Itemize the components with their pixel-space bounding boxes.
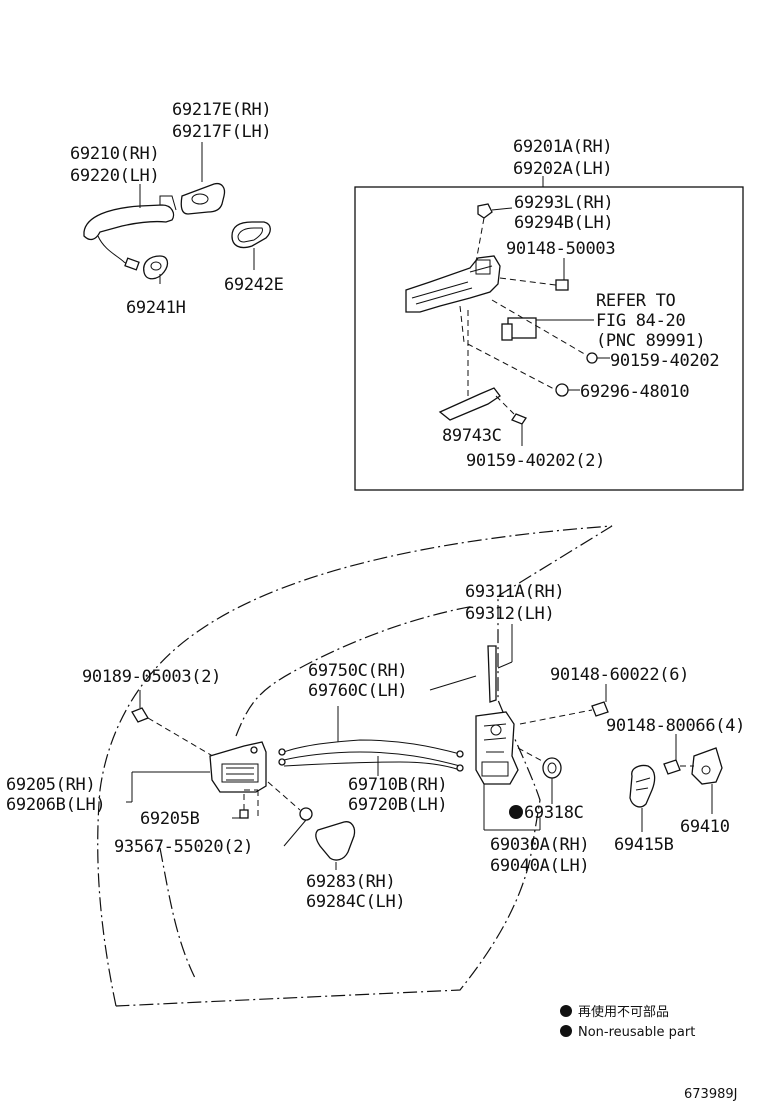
label-refer-to-fig: REFER TO FIG 84-20 (PNC 89991) bbox=[596, 291, 706, 351]
label-69293: 69293L(RH) 69294B(LH) bbox=[491, 193, 614, 233]
label-69030: 69030A(RH) 69040A(LH) bbox=[490, 835, 590, 876]
outside-door-handle bbox=[83, 204, 175, 241]
handle-connector bbox=[124, 257, 140, 271]
svg-text:69217F(LH): 69217F(LH) bbox=[172, 122, 271, 142]
screw-90159-40202-2 bbox=[495, 395, 527, 446]
frame-clip bbox=[477, 203, 493, 219]
screw-90148-80066 bbox=[663, 734, 694, 775]
handle-pad-rear bbox=[231, 221, 271, 249]
svg-text:FIG 84-20: FIG 84-20 bbox=[596, 311, 685, 331]
svg-text:69283(RH): 69283(RH) bbox=[306, 872, 395, 892]
svg-text:69206B(LH): 69206B(LH) bbox=[6, 795, 105, 815]
sensor-bracket bbox=[438, 387, 501, 421]
handle-cap-cover bbox=[180, 182, 226, 215]
label-69201: 69201A(RH) 69202A(LH) bbox=[513, 137, 613, 179]
label-90148-80066: 90148-80066(4) bbox=[606, 716, 745, 736]
svg-text:69202A(LH): 69202A(LH) bbox=[513, 159, 612, 179]
svg-text:69030A(RH): 69030A(RH) bbox=[490, 835, 589, 855]
svg-text:69710B(RH): 69710B(RH) bbox=[348, 775, 447, 795]
svg-text:Non-reusable part: Non-reusable part bbox=[578, 1025, 695, 1040]
label-90159-40202-2: 90159-40202(2) bbox=[466, 451, 605, 471]
frame-assembly-box bbox=[354, 176, 744, 491]
label-93567-55020: 93567-55020(2) bbox=[114, 837, 253, 857]
svg-text:69293L(RH): 69293L(RH) bbox=[514, 193, 613, 213]
label-69311: 69311A(RH) 69312(LH) bbox=[465, 582, 565, 644]
svg-text:REFER TO: REFER TO bbox=[596, 291, 676, 311]
inside-handle-clip bbox=[232, 789, 259, 819]
non-reusable-marker bbox=[509, 805, 523, 819]
label-69241h: 69241H bbox=[126, 298, 186, 318]
label-90159-40202: 90159-40202 bbox=[610, 351, 719, 371]
door-lock-assembly bbox=[475, 711, 541, 831]
svg-text:69217E(RH): 69217E(RH) bbox=[172, 100, 271, 120]
label-89743c: 89743C bbox=[442, 426, 502, 446]
label-69205: 69205(RH) 69206B(LH) bbox=[6, 775, 106, 815]
bolt-69296-48010 bbox=[459, 305, 580, 397]
svg-text:69750C(RH): 69750C(RH) bbox=[308, 661, 407, 681]
label-69750: 69750C(RH) 69760C(LH) bbox=[308, 661, 408, 701]
outside-handle-frame bbox=[405, 255, 501, 313]
lock-rod bbox=[487, 644, 513, 703]
door-lock-striker bbox=[691, 747, 723, 814]
legend-marker-1 bbox=[560, 1005, 572, 1017]
label-69205b: 69205B bbox=[140, 809, 200, 829]
label-69318c: 69318C bbox=[509, 803, 584, 823]
svg-text:69760C(LH): 69760C(LH) bbox=[308, 681, 407, 701]
svg-text:69318C: 69318C bbox=[524, 803, 584, 823]
label-69410: 69410 bbox=[680, 817, 730, 837]
label-69242e: 69242E bbox=[224, 275, 284, 295]
door-switch bbox=[501, 317, 594, 341]
svg-text:69220(LH): 69220(LH) bbox=[70, 166, 159, 186]
svg-text:69720B(LH): 69720B(LH) bbox=[348, 795, 447, 815]
door-lock-cables bbox=[278, 675, 477, 776]
label-69710: 69710B(RH) 69720B(LH) bbox=[348, 775, 448, 815]
svg-text:69205(RH): 69205(RH) bbox=[6, 775, 95, 795]
label-69296-48010: 69296-48010 bbox=[580, 382, 689, 402]
svg-text:69284C(LH): 69284C(LH) bbox=[306, 892, 405, 912]
svg-text:69210(RH): 69210(RH) bbox=[70, 144, 159, 164]
svg-text:69312(LH): 69312(LH) bbox=[465, 604, 554, 624]
inside-door-handle bbox=[126, 741, 267, 803]
screw-93567 bbox=[267, 781, 313, 847]
bolt-90148-50003 bbox=[499, 258, 569, 291]
figure-id: 673989J bbox=[684, 1087, 737, 1102]
label-69210: 69210(RH) 69220(LH) bbox=[70, 144, 160, 186]
label-69415b: 69415B bbox=[614, 835, 674, 855]
door-outline bbox=[97, 525, 613, 1007]
inside-handle-cover bbox=[315, 821, 356, 870]
label-69283: 69283(RH) 69284C(LH) bbox=[306, 872, 406, 912]
svg-text:69201A(RH): 69201A(RH) bbox=[513, 137, 612, 157]
screw-90148-60022 bbox=[519, 684, 609, 725]
label-69217: 69217E(RH) 69217F(LH) bbox=[172, 100, 272, 142]
label-90189-05003: 90189-05003(2) bbox=[82, 667, 221, 687]
label-90148-50003: 90148-50003 bbox=[506, 239, 615, 259]
svg-text:(PNC 89991): (PNC 89991) bbox=[596, 331, 705, 351]
svg-text:69294B(LH): 69294B(LH) bbox=[514, 213, 613, 233]
lock-seal bbox=[517, 747, 562, 804]
handle-pad-front bbox=[143, 255, 169, 280]
svg-text:再使用不可部品: 再使用不可部品 bbox=[578, 1004, 669, 1020]
label-90148-60022: 90148-60022(6) bbox=[550, 665, 689, 685]
screw-90159-40202 bbox=[491, 299, 610, 364]
clip-90189 bbox=[131, 690, 217, 759]
striker-spacer bbox=[629, 764, 656, 832]
legend-marker-2 bbox=[560, 1025, 572, 1037]
svg-text:69311A(RH): 69311A(RH) bbox=[465, 582, 564, 602]
svg-text:69040A(LH): 69040A(LH) bbox=[490, 856, 589, 876]
outside-handle-group bbox=[83, 142, 271, 284]
legend: 再使用不可部品 Non-reusable part bbox=[560, 1004, 695, 1040]
